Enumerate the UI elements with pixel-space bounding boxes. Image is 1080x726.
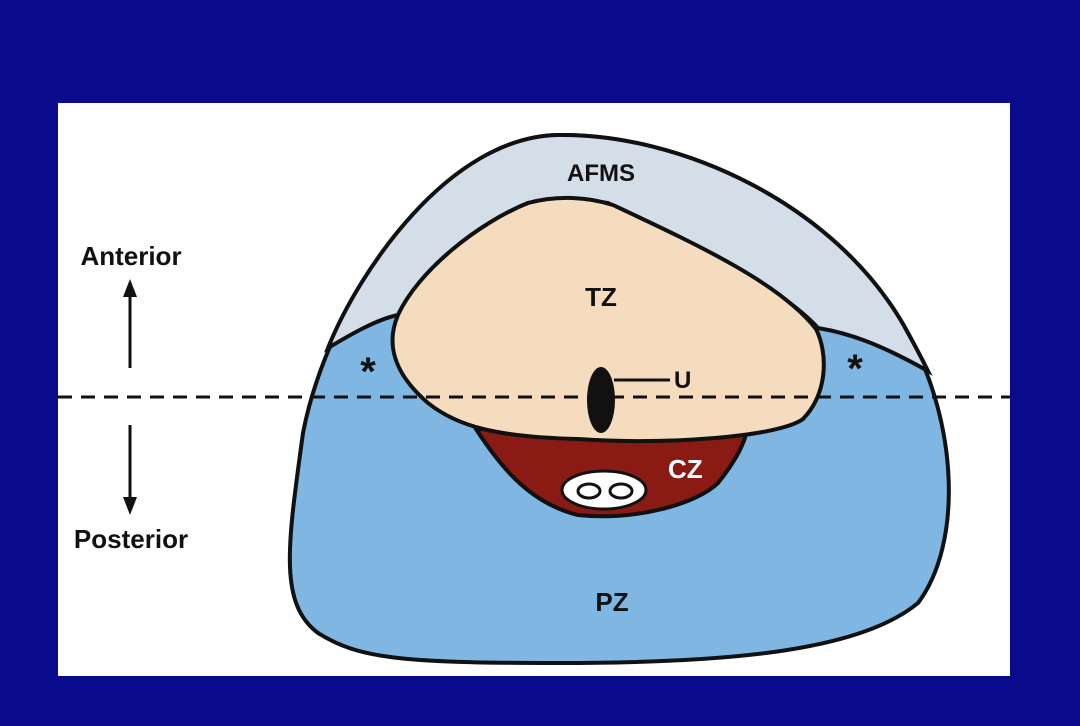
posterior-label: Posterior xyxy=(74,524,188,554)
ejaculatory-duct-right xyxy=(608,482,634,500)
urethra-shape xyxy=(587,367,615,433)
anterior-label: Anterior xyxy=(80,241,181,271)
pz-label: PZ xyxy=(595,587,628,617)
anterior-arrow-icon xyxy=(123,279,137,297)
ejaculatory-ducts-shape xyxy=(560,469,648,511)
afms-label: AFMS xyxy=(567,160,635,187)
tz-label: TZ xyxy=(585,282,617,312)
prostate-zones-diagram: AFMS TZ U CZ PZ * * Anterior Posterior xyxy=(58,132,1010,666)
ejaculatory-duct-left xyxy=(576,482,602,500)
u-label: U xyxy=(674,367,691,394)
asterisk-left: * xyxy=(360,350,376,394)
posterior-arrow-icon xyxy=(123,497,137,515)
diagram-panel: AFMS TZ U CZ PZ * * Anterior Posterior xyxy=(58,103,1010,676)
asterisk-right: * xyxy=(847,347,863,391)
transition-zone-shape xyxy=(390,195,826,443)
cz-label: CZ xyxy=(668,454,703,484)
